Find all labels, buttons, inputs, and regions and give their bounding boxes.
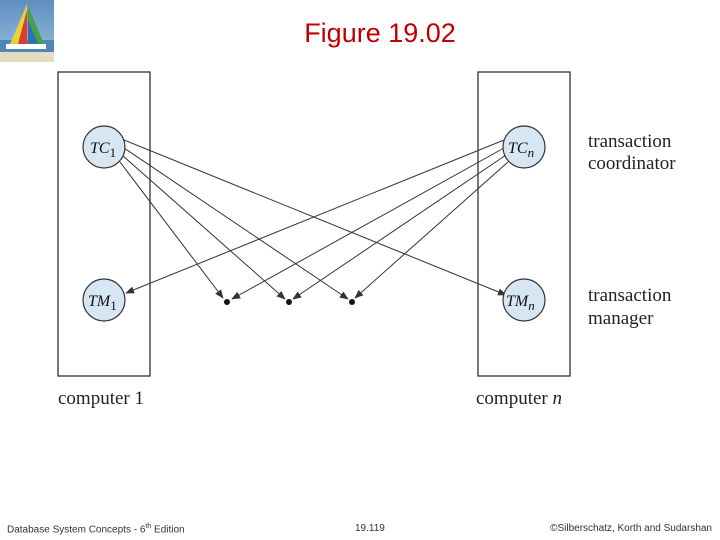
label-transaction-manager-line1: transaction xyxy=(588,285,672,306)
edge-tc1-dot2 xyxy=(121,154,286,300)
site-dot-3 xyxy=(349,299,355,305)
label-computer-1: computer 1 xyxy=(58,388,144,409)
distributed-transaction-diagram: TC1 TCn TM1 TMn transaction coordinator … xyxy=(57,71,676,409)
edge-tcn-tm1 xyxy=(125,139,505,294)
svg-text:TMn: TMn xyxy=(506,293,535,313)
node-tm1: TM1 xyxy=(82,278,126,322)
computer-1-box xyxy=(57,71,151,377)
svg-text:TCn: TCn xyxy=(508,140,534,160)
footer-page-number: 19.119 xyxy=(355,523,385,534)
label-transaction-manager-line2: manager xyxy=(588,308,654,329)
footer-copyright: ©Silberschatz, Korth and Sudarshan xyxy=(550,523,712,534)
edge-tc1-dot1 xyxy=(119,161,224,299)
svg-text:TM1: TM1 xyxy=(88,293,117,313)
node-tmn: TMn xyxy=(502,278,546,322)
slide-title: Figure 19.02 xyxy=(304,18,456,48)
label-transaction-coordinator-line2: coordinator xyxy=(588,153,676,174)
computer-n-box xyxy=(477,71,571,377)
edge-tcn-dot2 xyxy=(292,154,507,300)
edge-tcn-dot1 xyxy=(231,147,505,300)
node-tc1: TC1 xyxy=(82,125,126,169)
label-computer-n: computer n xyxy=(476,388,562,409)
sailboat-logo xyxy=(0,0,54,62)
node-tcn: TCn xyxy=(502,125,546,169)
site-dot-2 xyxy=(286,299,292,305)
site-dot-1 xyxy=(224,299,230,305)
svg-text:TC1: TC1 xyxy=(90,140,116,160)
label-transaction-coordinator-line1: transaction xyxy=(588,131,672,152)
footer-book-title: Database System Concepts - 6th Edition xyxy=(7,523,185,536)
edge-tc1-tmn xyxy=(123,139,507,296)
edge-tc1-dot3 xyxy=(123,147,349,300)
edge-tcn-dot3 xyxy=(354,161,509,299)
